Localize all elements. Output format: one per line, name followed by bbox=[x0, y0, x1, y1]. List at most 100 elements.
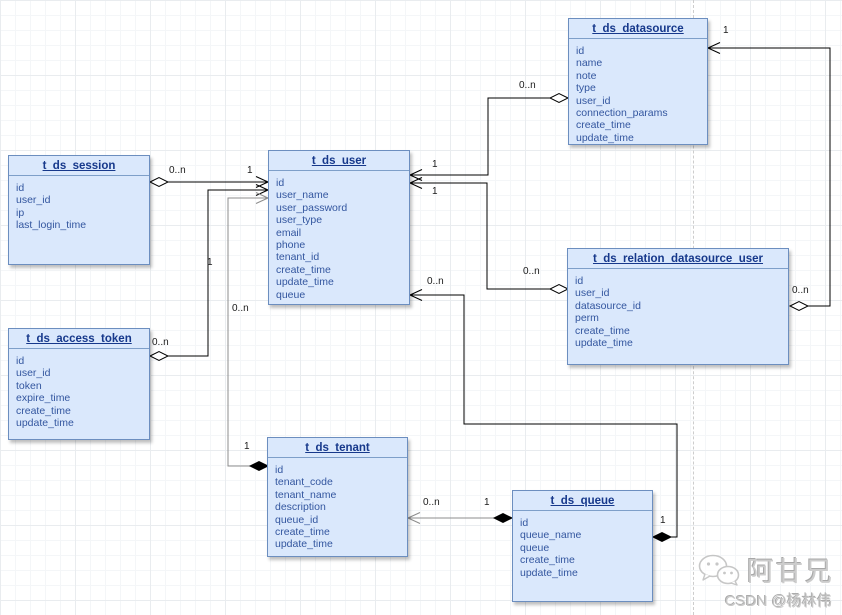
entity-field: connection_params bbox=[576, 107, 668, 120]
cardinality-label: 0..n bbox=[519, 80, 536, 91]
entity-field: id bbox=[575, 275, 584, 287]
cardinality-label: 1 bbox=[247, 165, 253, 176]
entity-field: expire_time bbox=[16, 392, 71, 405]
entity-field: name bbox=[576, 57, 603, 70]
entity-field: id bbox=[576, 45, 585, 57]
entity-field: update_time bbox=[276, 276, 334, 289]
connector-tenant-user bbox=[227, 197, 268, 467]
cardinality-label: 1 bbox=[207, 257, 213, 268]
entity-field: note bbox=[576, 69, 597, 82]
entity-fields: id user_id datasource_id perm create_tim… bbox=[568, 269, 788, 351]
filled-diamond-icon bbox=[248, 460, 270, 472]
entity-field: create_time bbox=[575, 324, 630, 337]
entity-fields: id tenant_code tenant_name description q… bbox=[268, 458, 407, 553]
entity-field: user_password bbox=[276, 201, 348, 214]
entity-field: user_type bbox=[276, 214, 323, 227]
entity-field: tenant_name bbox=[275, 488, 337, 501]
entity-field: id bbox=[276, 177, 285, 189]
entity-field: queue bbox=[276, 288, 306, 301]
cardinality-label: 1 bbox=[723, 25, 729, 36]
entity-title: t_ds_session bbox=[9, 156, 149, 176]
entity-field: id bbox=[275, 464, 284, 476]
entity-field: create_time bbox=[576, 119, 631, 132]
open-diamond-icon bbox=[148, 350, 170, 362]
filled-diamond-icon bbox=[492, 512, 514, 524]
entity-field: perm bbox=[575, 312, 599, 325]
connector-datasource-user bbox=[410, 97, 550, 176]
entity-fields: id user_id token expire_time create_time… bbox=[9, 349, 149, 431]
entity-field: queue_name bbox=[520, 529, 582, 542]
entity-field: user_id bbox=[575, 287, 610, 300]
watermark: 阿甘兄 CSDN @杨林伟 bbox=[697, 550, 834, 611]
entity-field: create_time bbox=[16, 404, 71, 417]
entity-field: id bbox=[16, 355, 25, 367]
cardinality-label: 1 bbox=[484, 497, 490, 508]
cardinality-label: 0..n bbox=[523, 266, 540, 277]
connector-relation-user bbox=[410, 182, 550, 290]
entity-field: create_time bbox=[520, 554, 575, 567]
entity-t-ds-relation-datasource-user: t_ds_relation_datasource_user id user_id… bbox=[567, 248, 789, 365]
entity-field: last_login_time bbox=[16, 219, 87, 232]
arrow-icon bbox=[409, 289, 423, 301]
arrow-icon bbox=[707, 42, 721, 54]
entity-title: t_ds_relation_datasource_user bbox=[568, 249, 788, 269]
cardinality-label: 1 bbox=[244, 441, 250, 452]
connector-relation-datasource bbox=[708, 47, 831, 307]
entity-field: user_id bbox=[16, 194, 51, 207]
entity-field: type bbox=[576, 82, 596, 95]
open-diamond-icon bbox=[548, 92, 570, 104]
entity-t-ds-access-token: t_ds_access_token id user_id token expir… bbox=[8, 328, 150, 440]
cardinality-label: 0..n bbox=[423, 497, 440, 508]
connector-queue-user bbox=[410, 294, 678, 538]
open-diamond-icon bbox=[148, 176, 170, 188]
entity-fields: id user_id ip last_login_time bbox=[9, 176, 149, 234]
open-diamond-icon bbox=[548, 283, 570, 295]
entity-fields: id queue_name queue create_time update_t… bbox=[513, 511, 652, 581]
arrow-icon bbox=[409, 169, 423, 181]
cardinality-label: 0..n bbox=[152, 337, 169, 348]
entity-field: tenant_id bbox=[276, 251, 320, 264]
entity-field: user_name bbox=[276, 189, 329, 202]
entity-field: create_time bbox=[275, 526, 330, 539]
entity-t-ds-tenant: t_ds_tenant id tenant_code tenant_name d… bbox=[267, 437, 408, 557]
cardinality-label: 1 bbox=[660, 515, 666, 526]
entity-field: tenant_code bbox=[275, 476, 333, 489]
entity-field: update_time bbox=[576, 131, 634, 144]
entity-t-ds-user: t_ds_user id user_name user_password use… bbox=[268, 150, 410, 305]
entity-title: t_ds_datasource bbox=[569, 19, 707, 39]
cardinality-label: 0..n bbox=[427, 276, 444, 287]
entity-title: t_ds_queue bbox=[513, 491, 652, 511]
cardinality-label: 0..n bbox=[169, 165, 186, 176]
entity-field: update_time bbox=[520, 566, 578, 579]
entity-t-ds-session: t_ds_session id user_id ip last_login_ti… bbox=[8, 155, 150, 265]
entity-field: phone bbox=[276, 239, 306, 252]
entity-field: user_id bbox=[576, 94, 611, 107]
open-diamond-icon bbox=[788, 300, 810, 312]
entity-field: ip bbox=[16, 206, 25, 219]
arrow-icon bbox=[409, 177, 423, 189]
connector-token-user bbox=[168, 189, 268, 357]
entity-field: datasource_id bbox=[575, 299, 641, 312]
entity-title: t_ds_access_token bbox=[9, 329, 149, 349]
entity-fields: id name note type user_id connection_par… bbox=[569, 39, 707, 146]
entity-field: description bbox=[275, 501, 326, 514]
entity-field: update_time bbox=[575, 337, 633, 350]
cardinality-label: 1 bbox=[432, 159, 438, 170]
filled-diamond-icon bbox=[651, 531, 673, 543]
entity-field: id bbox=[16, 182, 25, 194]
entity-field: create_time bbox=[276, 263, 331, 276]
entity-field: update_time bbox=[16, 417, 74, 430]
entity-t-ds-datasource: t_ds_datasource id name note type user_i… bbox=[568, 18, 708, 145]
wechat-icon bbox=[698, 554, 740, 586]
entity-field: update_time bbox=[275, 538, 333, 551]
arrow-icon bbox=[407, 512, 421, 524]
entity-title: t_ds_tenant bbox=[268, 438, 407, 458]
watermark-title: 阿甘兄 bbox=[747, 557, 834, 587]
entity-field: queue_id bbox=[275, 513, 319, 526]
entity-field: token bbox=[16, 379, 42, 392]
watermark-subtitle: CSDN @杨林伟 bbox=[725, 593, 832, 610]
cardinality-label: 0..n bbox=[792, 285, 809, 296]
cardinality-label: 1 bbox=[432, 186, 438, 197]
